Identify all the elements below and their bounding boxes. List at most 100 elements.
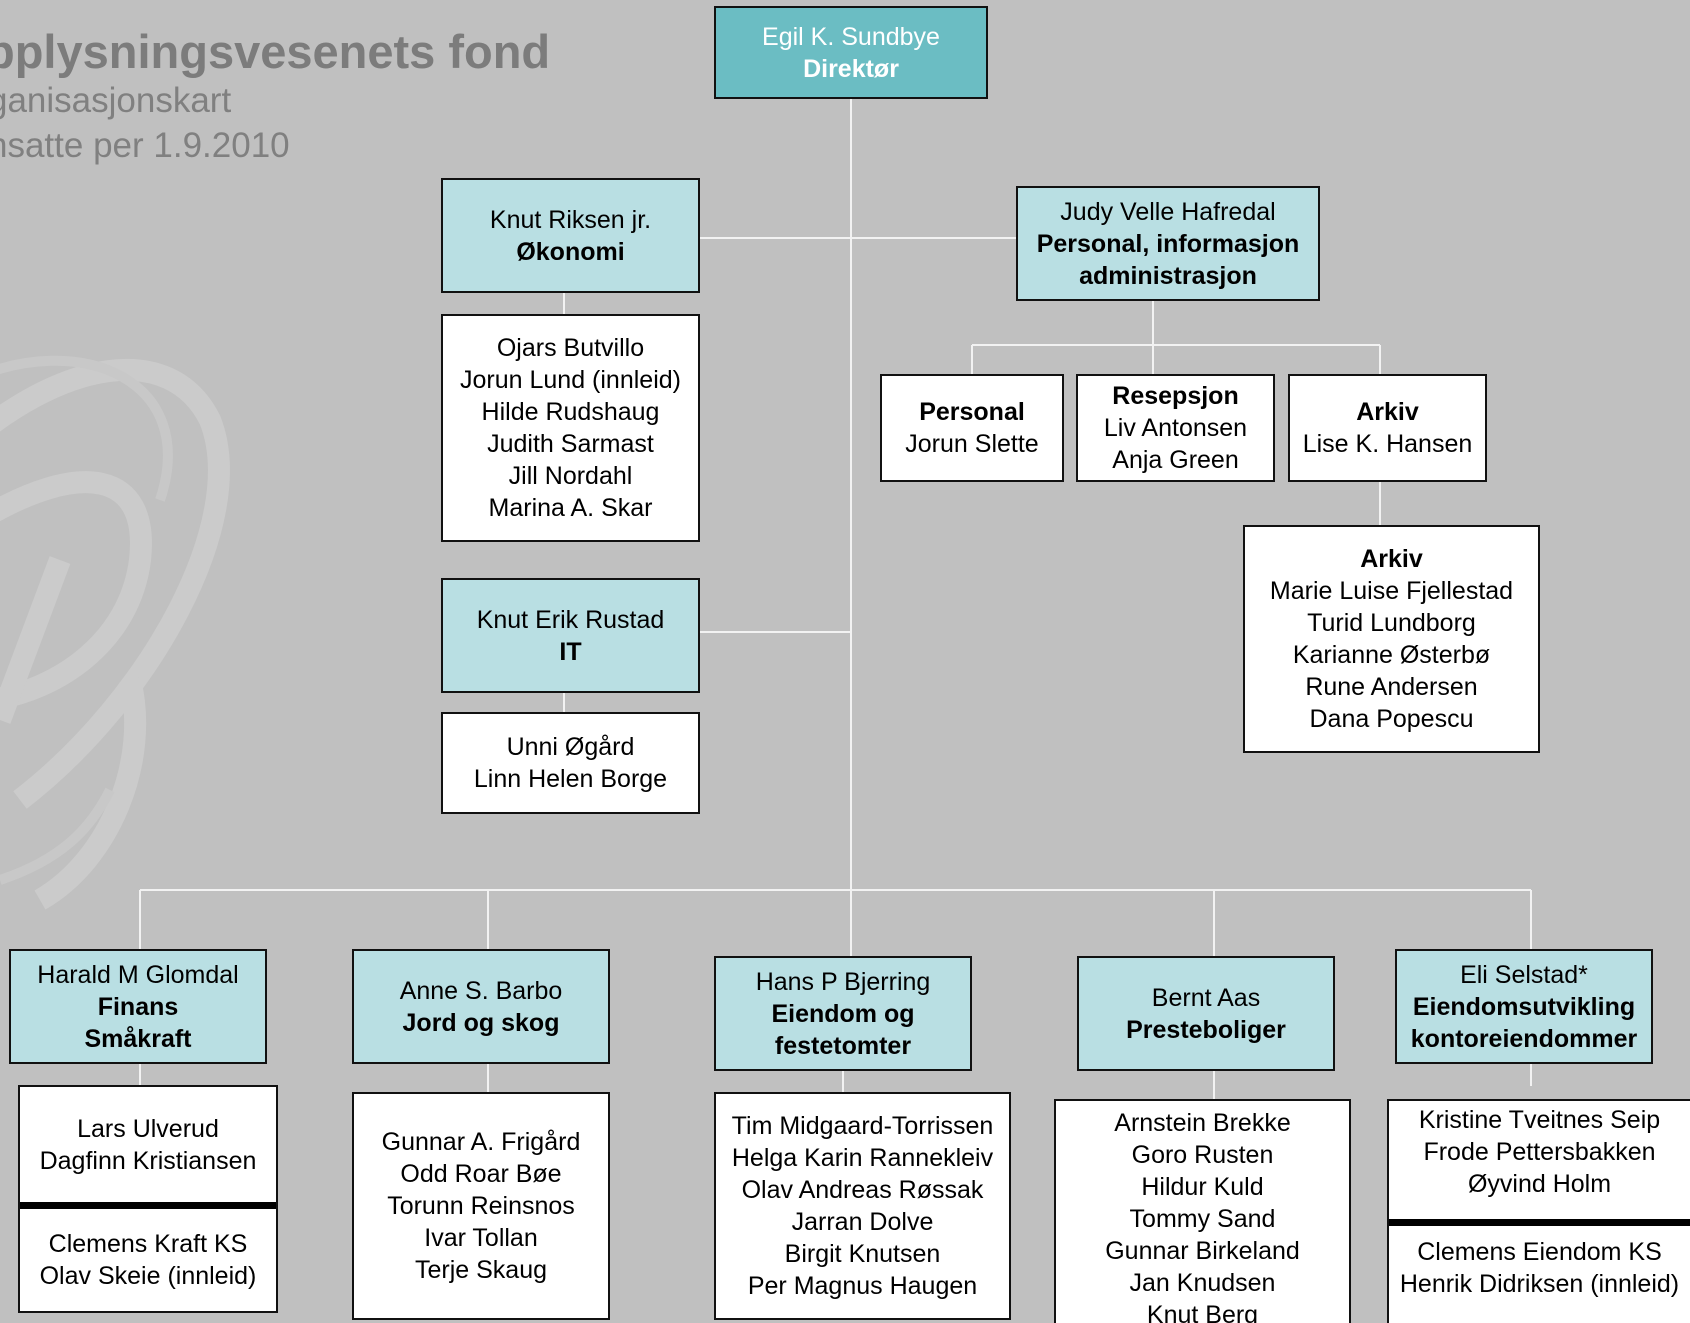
clemens-eiendom-title: Clemens Eiendom KS	[1417, 1238, 1662, 1266]
staff-name: Goro Rusten	[1131, 1141, 1274, 1169]
staff-name: Frode Pettersbakken	[1423, 1138, 1656, 1166]
subtitle-line-1: ganisasjonskart	[0, 81, 232, 120]
staff-name: Dana Popescu	[1309, 705, 1474, 733]
staff-name: Gunnar A. Frigård	[381, 1128, 581, 1156]
staff-name: Odd Roar Bøe	[400, 1160, 562, 1188]
director-box: Egil K. Sundbye Direktør	[714, 6, 988, 99]
personal-unit-title: Personal	[919, 398, 1025, 426]
staff-name: Torunn Reinsnos	[387, 1192, 575, 1220]
presteboliger-staff-box: Arnstein Brekke Goro Rusten Hildur Kuld …	[1054, 1099, 1351, 1323]
section-divider	[1389, 1219, 1690, 1226]
staff-name: Jarran Dolve	[791, 1208, 934, 1236]
finans-role-line-1: Finans	[97, 992, 179, 1021]
eiendom-staff-box: Tim Midgaard-Torrissen Helga Karin Ranne…	[714, 1092, 1011, 1320]
staff-name: Jan Knudsen	[1129, 1269, 1276, 1297]
staff-name: Lise K. Hansen	[1302, 430, 1473, 458]
page-subtitle: ganisasjonskart nsatte per 1.9.2010	[0, 78, 290, 168]
staff-name: Terje Skaug	[414, 1256, 548, 1284]
eiendomsutvikling-staff-box: Kristine Tveitnes Seip Frode Pettersbakk…	[1387, 1099, 1690, 1323]
eiendom-role-line-1: Eiendom og	[771, 999, 915, 1028]
director-name: Egil K. Sundbye	[762, 22, 940, 51]
resepsjon-unit-title: Resepsjon	[1112, 382, 1239, 410]
staff-name: Rune Andersen	[1305, 673, 1478, 701]
eiendomsutvikling-name: Eli Selstad*	[1460, 960, 1588, 989]
staff-name: Kristine Tveitnes Seip	[1418, 1106, 1661, 1134]
staff-name: Dagfinn Kristiansen	[39, 1146, 257, 1175]
staff-name: Øyvind Holm	[1467, 1170, 1612, 1198]
staff-name: Ivar Tollan	[424, 1224, 538, 1252]
staff-name: Per Magnus Haugen	[747, 1272, 978, 1300]
arkiv-unit-title: Arkiv	[1356, 398, 1419, 426]
finans-name: Harald M Glomdal	[37, 960, 239, 989]
presteboliger-role: Presteboliger	[1126, 1015, 1286, 1044]
jord-name: Anne S. Barbo	[399, 976, 563, 1005]
eiendomsutvikling-role-line-2: kontoreiendommer	[1410, 1024, 1638, 1053]
clemens-eiendom-section: Clemens Eiendom KS Henrik Didriksen (inn…	[1389, 1226, 1690, 1323]
staff-name: Linn Helen Borge	[473, 765, 668, 793]
okonomi-role: Økonomi	[516, 237, 625, 266]
staff-name: Turid Lundborg	[1307, 609, 1476, 637]
personal-admin-box: Judy Velle Hafredal Personal, informasjo…	[1016, 186, 1320, 301]
staff-name: Ojars Butvillo	[496, 334, 645, 362]
jord-box: Anne S. Barbo Jord og skog	[352, 949, 610, 1064]
okonomi-staff-box: Ojars Butvillo Jorun Lund (innleid) Hild…	[441, 314, 700, 542]
finans-staff-box: Lars Ulverud Dagfinn Kristiansen Clemens…	[18, 1085, 278, 1313]
staff-name: Tommy Sand	[1129, 1205, 1276, 1233]
it-role: IT	[559, 637, 582, 666]
staff-name: Jill Nordahl	[508, 462, 633, 490]
presteboliger-box: Bernt Aas Presteboliger	[1077, 956, 1335, 1071]
staff-name: Jorun Slette	[905, 430, 1039, 458]
personal-admin-role-line-1: Personal, informasjon	[1036, 229, 1300, 258]
resepsjon-unit-box: Resepsjon Liv Antonsen Anja Green	[1076, 374, 1275, 482]
staff-name: Arnstein Brekke	[1114, 1109, 1291, 1137]
eiendom-role-line-2: festetomter	[774, 1031, 912, 1060]
subtitle-line-2: nsatte per 1.9.2010	[0, 126, 290, 165]
jord-staff-box: Gunnar A. Frigård Odd Roar Bøe Torunn Re…	[352, 1092, 610, 1320]
it-name: Knut Erik Rustad	[476, 605, 665, 634]
personal-admin-role-line-2: administrasjon	[1079, 261, 1257, 290]
section-divider	[20, 1202, 276, 1209]
eiendomsutvikling-staff-section: Kristine Tveitnes Seip Frode Pettersbakk…	[1389, 1101, 1690, 1219]
staff-name: Lars Ulverud	[77, 1114, 219, 1143]
staff-name: Marina A. Skar	[488, 494, 653, 522]
staff-name: Karianne Østerbø	[1292, 641, 1491, 669]
eiendomsutvikling-role-line-1: Eiendomsutvikling	[1412, 992, 1636, 1021]
staff-name: Anja Green	[1112, 446, 1239, 474]
staff-name: Tim Midgaard-Torrissen	[731, 1112, 994, 1140]
staff-name: Judith Sarmast	[487, 430, 654, 458]
staff-name: Jorun Lund (innleid)	[460, 366, 681, 394]
eiendom-name: Hans P Bjerring	[755, 967, 931, 996]
staff-name: Olav Andreas Røssak	[741, 1176, 984, 1204]
finans-box: Harald M Glomdal Finans Småkraft	[9, 949, 267, 1064]
arkiv-team-title: Arkiv	[1360, 545, 1423, 573]
staff-name: Liv Antonsen	[1103, 414, 1248, 442]
okonomi-name: Knut Riksen jr.	[489, 205, 652, 234]
staff-name: Knut Berg	[1146, 1301, 1259, 1323]
clemens-kraft-section: Clemens Kraft KS Olav Skeie (innleid)	[20, 1209, 276, 1311]
finans-role-line-2: Småkraft	[84, 1024, 192, 1053]
clemens-kraft-title: Clemens Kraft KS	[48, 1230, 248, 1258]
staff-name: Olav Skeie (innleid)	[39, 1262, 257, 1290]
staff-name: Hildur Kuld	[1141, 1173, 1264, 1201]
okonomi-box: Knut Riksen jr. Økonomi	[441, 178, 700, 293]
eiendomsutvikling-box: Eli Selstad* Eiendomsutvikling kontoreie…	[1395, 949, 1653, 1064]
finans-staff-section: Lars Ulverud Dagfinn Kristiansen	[20, 1087, 276, 1202]
personal-unit-box: Personal Jorun Slette	[880, 374, 1064, 482]
staff-name: Hilde Rudshaug	[481, 398, 660, 426]
staff-name: Birgit Knutsen	[784, 1240, 941, 1268]
presteboliger-name: Bernt Aas	[1151, 983, 1261, 1012]
personal-admin-name: Judy Velle Hafredal	[1060, 197, 1276, 226]
background-logo-icon	[0, 355, 230, 910]
staff-name: Unni Øgård	[506, 733, 635, 761]
it-box: Knut Erik Rustad IT	[441, 578, 700, 693]
staff-name: Helga Karin Rannekleiv	[731, 1144, 994, 1172]
it-staff-box: Unni Øgård Linn Helen Borge	[441, 712, 700, 814]
staff-name: Henrik Didriksen (innleid)	[1399, 1270, 1680, 1298]
director-role: Direktør	[803, 54, 899, 83]
jord-role: Jord og skog	[402, 1008, 560, 1037]
page-title: pplysningsvesenets fond	[0, 25, 551, 78]
arkiv-team-box: Arkiv Marie Luise Fjellestad Turid Lundb…	[1243, 525, 1540, 753]
arkiv-unit-box: Arkiv Lise K. Hansen	[1288, 374, 1487, 482]
